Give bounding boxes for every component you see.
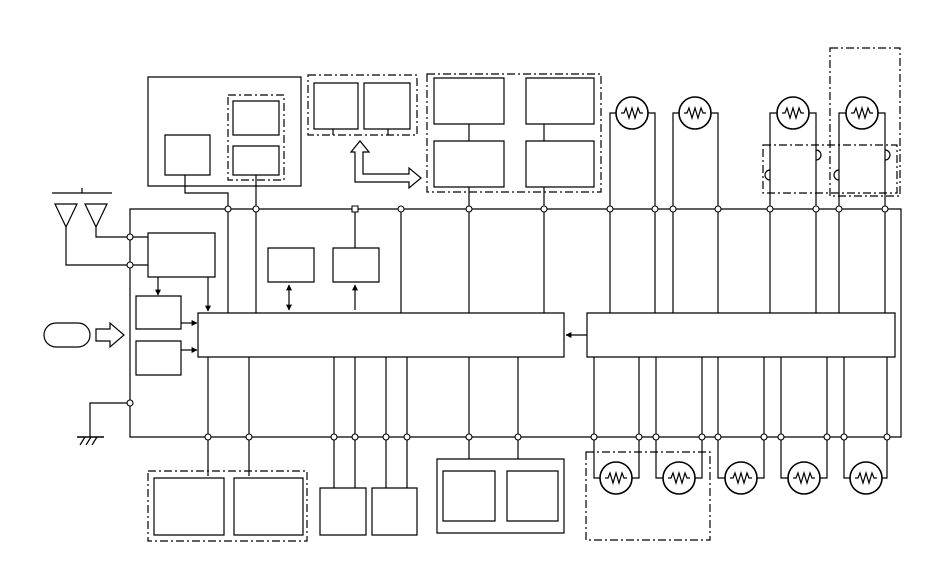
bottom-module-c	[320, 488, 366, 535]
bottom-module-f	[507, 471, 558, 521]
hollow-l-arrow	[351, 141, 421, 188]
bottom-module-d	[372, 488, 417, 535]
right-processing-unit	[587, 313, 895, 357]
bottom-module-b	[234, 478, 303, 535]
antenna-pair	[52, 188, 130, 265]
top-module-left-sub-b	[233, 146, 279, 175]
hollow-input-arrow	[96, 323, 124, 347]
bottom-module-a	[154, 478, 224, 535]
bottom-module-e	[443, 471, 495, 521]
input-block-lower	[136, 341, 181, 375]
oval-input-terminal	[44, 323, 90, 347]
input-block-upper	[136, 296, 181, 329]
top-module-left-block	[165, 135, 210, 175]
rf-receiver-block	[148, 233, 215, 277]
top-module-left	[148, 77, 301, 186]
left-processing-unit	[198, 313, 564, 357]
ground-symbol	[77, 403, 130, 445]
main-frame	[130, 209, 901, 437]
inner-block-b	[333, 248, 379, 282]
top-module-left-sub-a	[233, 101, 279, 135]
heater-resistor-element	[599, 96, 883, 495]
inner-block-a	[268, 248, 314, 282]
dashed-subassembly-group	[308, 75, 417, 135]
